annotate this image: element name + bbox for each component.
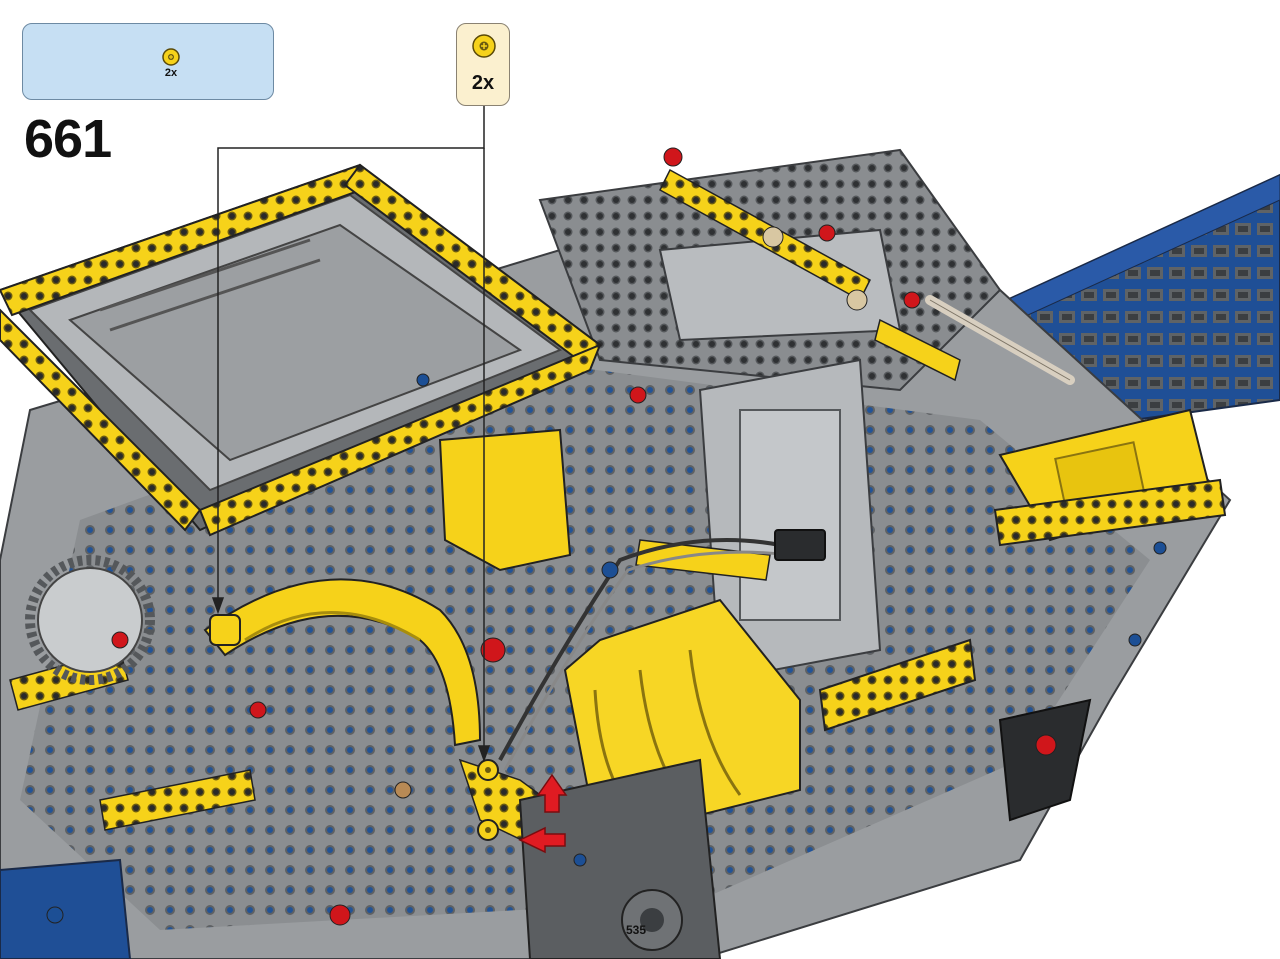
tan-axles [762,226,1075,385]
parts-list-quantity: 2x [164,67,178,79]
part-callout-box: 2x [456,23,510,106]
pins [46,147,1167,926]
power-connector [774,529,826,561]
yellow-bushing-icon [472,34,496,58]
callout-quantity: 2x [471,72,495,94]
yellow-bushing-icon [162,48,180,66]
yellow-arc-gear [203,578,482,747]
callout-leader-lines [211,106,491,763]
yellow-side-panel [438,408,1227,732]
yellow-tray-frame [0,163,602,537]
dark-beams [0,698,1092,959]
red-movement-arrow [518,773,568,854]
parts-list-box: 2x [22,23,274,100]
step-number: 661 [24,109,112,169]
page-number: 535 [626,923,647,937]
yellow-bushing-new [477,759,499,841]
